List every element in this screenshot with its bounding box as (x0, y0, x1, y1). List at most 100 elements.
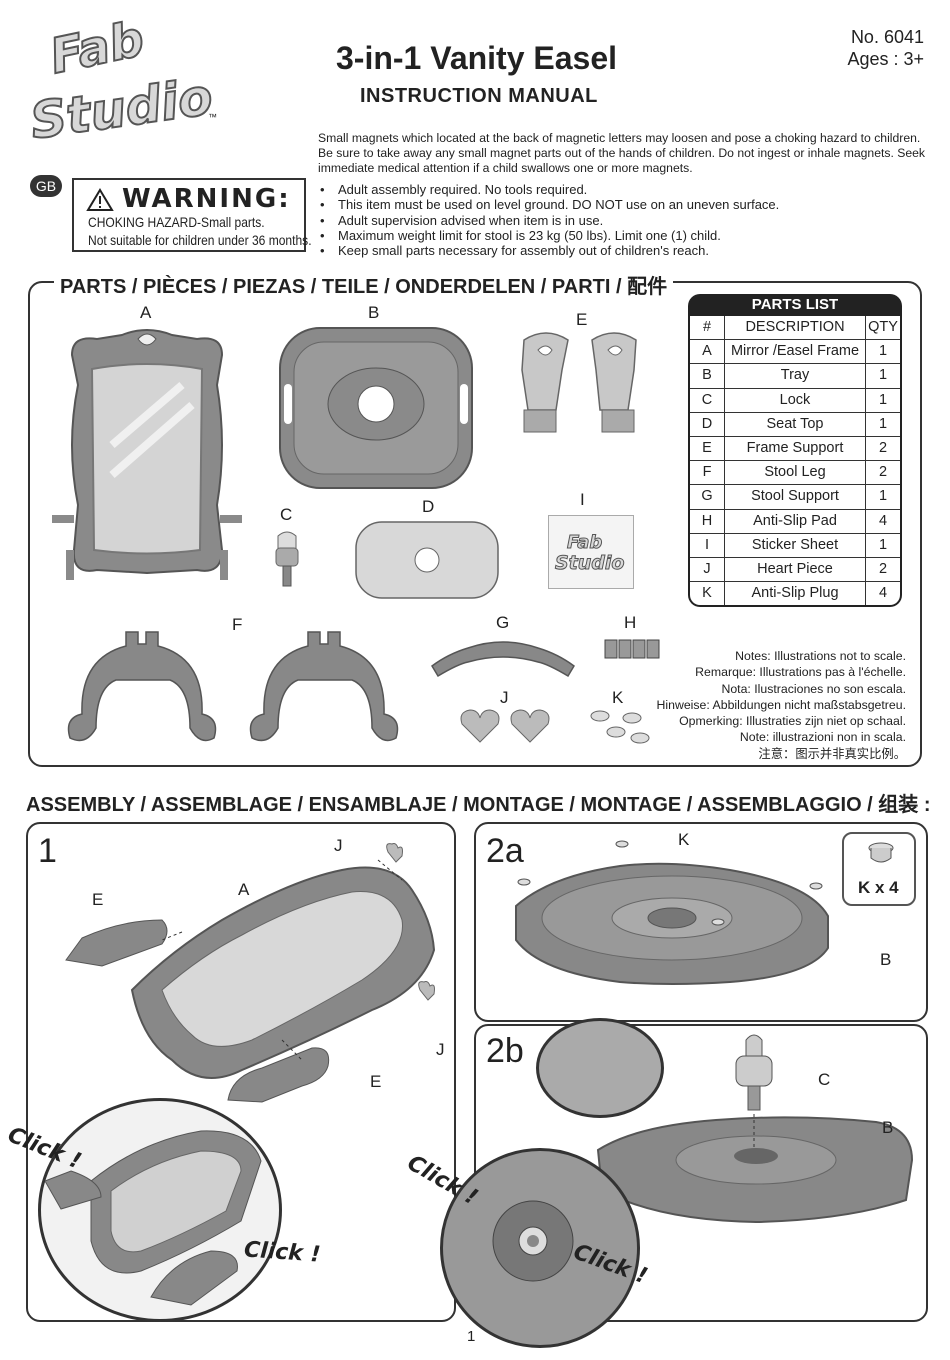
warning-heading: WARNING: (122, 184, 291, 214)
note-line: Opmerking: Illustraties zijn niet op sch… (679, 714, 906, 729)
callout-b-2b: B (882, 1118, 894, 1137)
callout-b-2a: B (880, 950, 892, 969)
row-qty: 1 (878, 488, 888, 505)
click-label-2: Click ! (243, 1237, 322, 1268)
seat-top-illustration (355, 521, 499, 599)
sticker-logo-line2: Studio (554, 552, 625, 575)
brand-logo: Fab Studio ™ (20, 10, 220, 160)
step-1-zoom-circle (38, 1098, 282, 1322)
row-description: Anti-Slip Plug (725, 582, 866, 606)
sticker-sheet-illustration: Fab Studio (548, 515, 634, 589)
note-line: Remarque: Illustrations pas à l'échelle. (695, 665, 906, 680)
kx4-label: K x 4 (858, 878, 899, 897)
row-id: J (690, 557, 725, 582)
list-item: Adult assembly required. No tools requir… (318, 182, 928, 198)
row-qty: 2 (878, 439, 888, 456)
part-label-f: F (232, 615, 243, 634)
age-range: Ages : 3+ (847, 49, 924, 69)
row-id: D (690, 412, 725, 436)
callout-j-top: J (334, 836, 343, 855)
row-qty: 1 (878, 391, 888, 408)
parts-section-title: PARTS / PIÈCES / PIEZAS / TEILE / ONDERD… (54, 270, 674, 299)
language-badge: GB (30, 175, 62, 197)
stool-legs-illustration (67, 631, 399, 742)
part-label-b: B (368, 303, 380, 322)
row-description: Mirror /Easel Frame (725, 340, 866, 364)
part-label-e: E (576, 310, 588, 329)
row-qty: 1 (878, 343, 888, 360)
step-2b-number: 2b (486, 1032, 524, 1070)
warning-line-1: CHOKING HAZARD-Small parts. (88, 214, 265, 230)
callout-e-left: E (92, 890, 104, 909)
page-number: 1 (467, 1328, 476, 1345)
row-id: A (690, 340, 725, 364)
model-number: No. 6041 (850, 27, 924, 47)
list-item: Keep small parts necessary for assembly … (318, 243, 928, 259)
row-description: Seat Top (725, 412, 866, 436)
anti-slip-pads-illustration (604, 639, 660, 659)
row-description: Heart Piece (725, 557, 866, 582)
row-id: F (690, 461, 725, 485)
tray-illustration (279, 327, 473, 489)
model-info: No. 6041 Ages : 3+ (847, 26, 924, 70)
step-2b-inset-circle (536, 1018, 664, 1118)
list-item: Adult supervision advised when item is i… (318, 213, 928, 229)
callout-k: K (678, 830, 690, 849)
step-2a-tray-illustration (515, 840, 829, 985)
row-description: Sticker Sheet (725, 533, 866, 557)
step-2a-number: 2a (486, 832, 524, 870)
parts-list-title: PARTS LIST (688, 294, 902, 316)
callout-e-bottom: E (370, 1072, 382, 1091)
part-label-c: C (280, 505, 293, 524)
row-description: Tray (725, 364, 866, 388)
part-label-a: A (140, 303, 152, 322)
row-description: Stool Support (725, 485, 866, 509)
row-qty: 4 (878, 512, 888, 529)
part-label-j: J (500, 688, 509, 707)
stool-support-illustration (431, 641, 575, 678)
callout-a: A (238, 880, 250, 899)
row-qty: 4 (878, 585, 888, 602)
assembly-section-title: ASSEMBLY / ASSEMBLAGE / ENSAMBLAJE / MON… (26, 794, 931, 816)
row-qty: 2 (878, 560, 888, 577)
magnet-warning: Small magnets which located at the back … (318, 131, 926, 175)
warning-line-2: Not suitable for children under 36 month… (88, 232, 312, 248)
row-id: C (690, 388, 725, 412)
row-description: Frame Support (725, 436, 866, 461)
scale-notes: Notes: Illustrations not to scale. Remar… (657, 648, 907, 762)
row-id: G (690, 485, 725, 509)
zoom-frame-illustration (44, 1130, 262, 1306)
note-line: Note: illustrazioni non in scala. (739, 730, 906, 745)
note-line: 注意：图示并非真实比例。 (758, 746, 906, 761)
step-2b-tray-illustration (596, 1034, 914, 1224)
part-label-h: H (624, 613, 637, 632)
zoom-lock-illustration (492, 1200, 574, 1282)
step-1-number: 1 (38, 832, 57, 870)
page-title: 3-in-1 Vanity Easel (336, 40, 618, 76)
row-description: Anti-Slip Pad (725, 509, 866, 533)
part-label-k: K (612, 688, 624, 707)
row-id: B (690, 364, 725, 388)
row-description: Stool Leg (725, 461, 866, 485)
table-header-row: # DESCRIPTION QTY (690, 316, 900, 340)
col-header-number: # (690, 316, 725, 340)
list-item: Maximum weight limit for stool is 23 kg … (318, 228, 928, 244)
lock-illustration (275, 531, 299, 587)
part-label-g: G (496, 613, 510, 632)
note-line: Nota: Ilustraciones no son escala. (721, 681, 906, 696)
callout-j-right: J (436, 1040, 445, 1059)
part-label-i: I (580, 490, 585, 509)
row-qty: 2 (878, 464, 888, 481)
kx4-box: K x 4 (842, 832, 916, 906)
